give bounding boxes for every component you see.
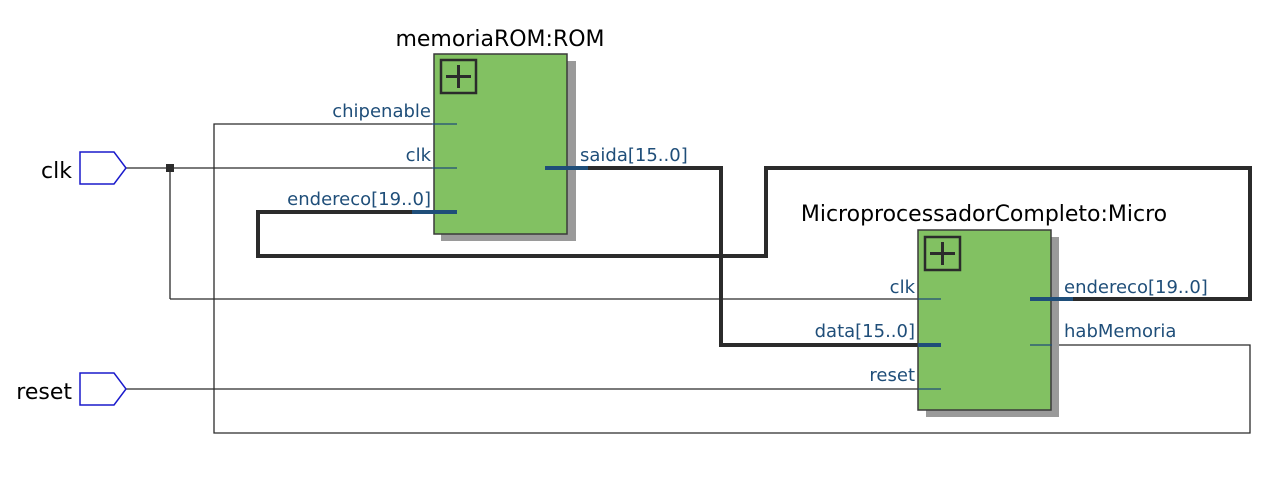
- reset-pin-label: reset: [16, 380, 72, 405]
- bus-endereco: [256, 166, 1252, 301]
- micro-port-clk: clk: [890, 277, 916, 298]
- micro-title: MicroprocessadorCompleto:Micro: [801, 202, 1167, 227]
- plus-icon[interactable]: [923, 235, 962, 272]
- reset-pin-shape: [79, 372, 127, 406]
- rom-port-clk: clk: [406, 145, 432, 166]
- micro-port-endereco: endereco[19..0]: [1064, 277, 1208, 298]
- rom-port-chipenable: chipenable: [332, 101, 431, 122]
- rom-port-saida: saida[15..0]: [580, 145, 688, 166]
- micro-port-data: data[15..0]: [815, 321, 915, 342]
- plus-icon[interactable]: [439, 58, 478, 95]
- clk-pin-label: clk: [41, 159, 72, 184]
- wire-habmemoria-chipenable: [213, 123, 1251, 434]
- junction-dot: [166, 164, 174, 172]
- micro-port-habmemoria: habMemoria: [1064, 321, 1176, 342]
- micro-block[interactable]: MicroprocessadorCompleto:Micro clk data[…: [801, 202, 1208, 417]
- input-pin-reset[interactable]: reset: [16, 372, 127, 406]
- rom-title: memoriaROM:ROM: [395, 27, 604, 52]
- wires: [126, 123, 1252, 434]
- rom-port-endereco: endereco[19..0]: [287, 189, 431, 210]
- rom-block-body: [433, 53, 568, 235]
- micro-port-reset: reset: [869, 365, 915, 386]
- input-pin-clk[interactable]: clk: [41, 151, 127, 185]
- clk-pin-shape: [79, 151, 127, 185]
- rom-block[interactable]: memoriaROM:ROM chipenable clk endereco[1…: [287, 27, 688, 241]
